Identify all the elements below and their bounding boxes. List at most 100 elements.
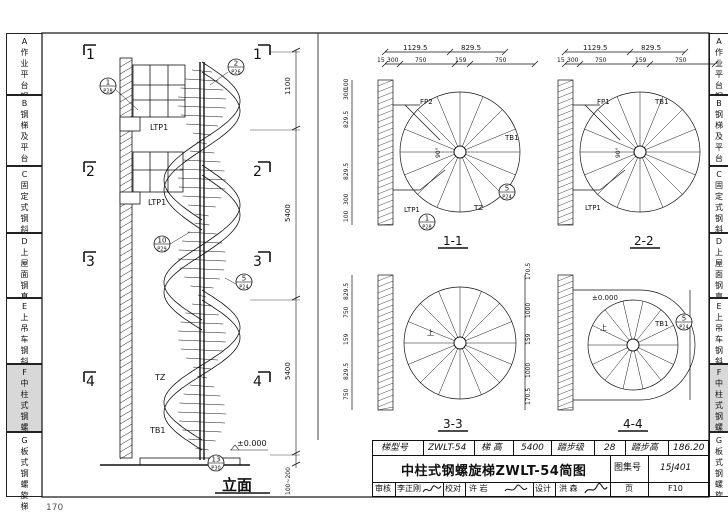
tread <box>186 123 218 127</box>
base-slab <box>139 457 241 466</box>
tread-line <box>465 128 516 150</box>
rise-value: 186.20 <box>673 443 705 453</box>
tread <box>192 69 212 73</box>
tread-line <box>642 157 664 208</box>
elevation-labels: LTP1 LTP1 TZ TB1 ±0.000 1100 5400 5400 1… <box>86 47 292 495</box>
tread <box>197 294 207 298</box>
tread-line <box>408 321 455 341</box>
rise-label: 踏步高 <box>631 443 659 453</box>
tread <box>177 411 227 415</box>
tread-line <box>645 128 696 150</box>
spiral-rail <box>201 61 241 141</box>
plan-dim: 300 <box>567 57 579 64</box>
tread-line <box>604 349 630 381</box>
center-column-plan <box>626 338 640 352</box>
angle-label-2: 90° <box>615 147 622 158</box>
plan-side-dim-3: 829.5 <box>343 363 350 380</box>
plan-dim: 829.5 <box>641 44 661 52</box>
tab-letter: A <box>716 37 722 46</box>
designer-signature <box>584 483 608 494</box>
plan-dim: 15 <box>557 57 565 64</box>
category-tab-c[interactable]: C固定式钢斜梯 <box>6 166 42 245</box>
spiral-stair <box>163 61 241 451</box>
tread-line <box>634 350 644 389</box>
tab-label: 作业平台钢梯 <box>715 48 723 94</box>
tab-letter: E <box>21 302 28 311</box>
plan-side-dim: 100 <box>343 210 350 222</box>
plan-dim: 750 <box>675 57 687 64</box>
category-tab-right-b[interactable]: B钢梯及平台钢护栏 <box>709 95 728 166</box>
model-value: ZWLT-54 <box>428 443 467 453</box>
tread <box>177 177 227 181</box>
tread <box>180 87 224 91</box>
tread-line <box>597 156 636 195</box>
sheet-border <box>41 32 710 498</box>
callout-sheet: P26 <box>231 70 240 76</box>
tread <box>189 150 215 154</box>
elevation-view <box>83 44 301 494</box>
category-tab-e[interactable]: E上吊车钢斜梯 <box>6 298 42 377</box>
model-label: 梯型号 <box>381 443 409 453</box>
tab-label: 上吊车钢斜梯 <box>715 313 723 364</box>
tread-line <box>420 303 456 339</box>
tread-line <box>464 109 503 148</box>
tread <box>181 240 223 244</box>
spiral-rail-inner <box>163 254 203 331</box>
tread-line <box>438 348 458 395</box>
callout-sheet: P29 <box>157 247 166 253</box>
page-label: 页 <box>625 484 633 493</box>
spiral-rail-inner <box>201 299 241 376</box>
tread <box>184 276 220 280</box>
callout-number: 1 <box>425 215 429 223</box>
tread <box>185 312 219 316</box>
spiral-rail <box>201 164 241 246</box>
tread <box>187 231 217 235</box>
tread <box>177 258 227 262</box>
tread-line <box>465 154 516 176</box>
tread <box>196 375 208 379</box>
tread <box>192 132 212 136</box>
level-label: ±0.000 <box>237 439 267 448</box>
tab-letter: C <box>716 170 722 179</box>
tread-line <box>584 154 635 176</box>
section-mark-left: 2 <box>86 164 95 180</box>
section-mark-left: 4 <box>86 374 95 390</box>
tread <box>181 348 223 352</box>
category-tab-a[interactable]: A作业平台钢梯 <box>6 33 42 112</box>
tread <box>195 447 209 451</box>
tread-line <box>464 303 500 339</box>
tread <box>185 78 219 82</box>
category-tab-d[interactable]: D上屋面钢直梯 <box>6 233 42 312</box>
plan-side-dim: 100 <box>343 78 350 90</box>
steps-label: 踏步级 <box>557 443 585 453</box>
height-value: 5400 <box>521 443 544 453</box>
check-label: 校对 <box>445 484 461 493</box>
spiral-rail <box>163 364 203 441</box>
section-mark-left: 1 <box>86 47 95 63</box>
tread <box>183 159 221 163</box>
tread <box>178 249 226 253</box>
tread <box>182 429 222 433</box>
tread <box>179 402 225 406</box>
tread-line <box>417 156 456 195</box>
tread-line <box>462 96 484 147</box>
tab-letter: C <box>21 170 28 179</box>
center-column-plan <box>453 145 467 159</box>
spiral-rail-inner <box>163 149 203 231</box>
tread-line <box>462 348 482 395</box>
plan-dim: 1129.5 <box>583 44 608 52</box>
dim-1100: 1100 <box>284 77 292 95</box>
dim-5400-a: 5400 <box>284 204 292 222</box>
plan-side-dim: 829.5 <box>343 163 350 180</box>
tread-line <box>622 350 632 389</box>
level-label-plan: ±0.000 <box>592 294 618 302</box>
steps-value: 28 <box>604 443 616 453</box>
tread-line <box>592 347 628 365</box>
tb1-label: TB1 <box>149 426 165 435</box>
tread-line <box>417 109 456 148</box>
